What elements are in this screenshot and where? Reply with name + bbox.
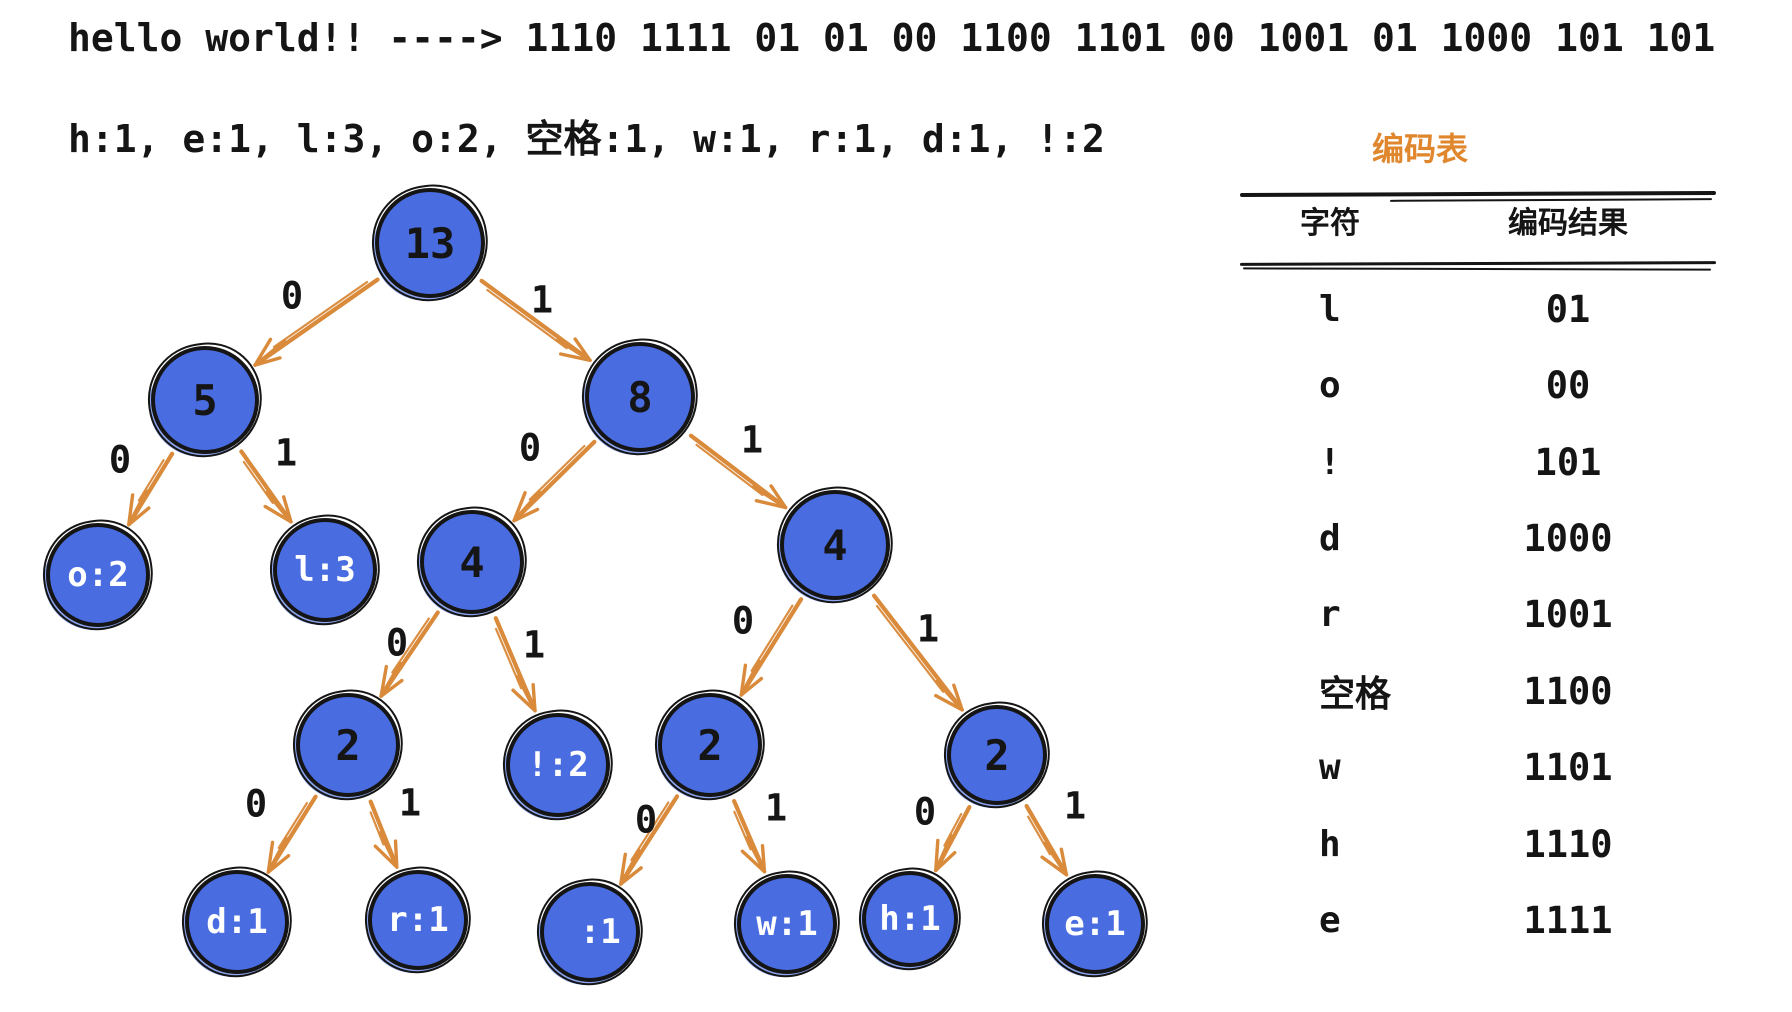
- edge-bit-label-n5-o2: 0: [108, 438, 132, 482]
- tree-node-w1: w:1: [737, 874, 837, 974]
- tree-node-ex2: !:2: [506, 713, 610, 817]
- edge-bit-label-n5-l3: 1: [274, 431, 298, 475]
- edge-bit-label-n4R-n2M: 0: [731, 599, 755, 643]
- edge-bit-label-n4L-ex2: 1: [522, 623, 546, 667]
- encoded-string-line: hello world!! ----> 1110 1111 01 01 00 1…: [68, 16, 1716, 60]
- edge-bit-label-n2M-w1: 1: [764, 786, 788, 830]
- char-cell: w: [1319, 747, 1341, 789]
- char-cell: !: [1319, 441, 1341, 483]
- code-cell: 01: [1545, 287, 1591, 331]
- code-table-row-2: ! 101: [1240, 424, 1716, 500]
- code-table-row-7: h 1110: [1240, 806, 1716, 882]
- tree-node-n2M: 2: [658, 693, 762, 797]
- tree-node-r1: r:1: [368, 870, 468, 970]
- char-cell: o: [1319, 365, 1341, 407]
- code-table-row-3: d 1000: [1240, 500, 1716, 576]
- tree-node-h1: h:1: [862, 871, 958, 967]
- code-cell: 1001: [1523, 593, 1613, 637]
- tree-node-o2: o:2: [46, 523, 150, 627]
- table-rule-top: [1239, 190, 1717, 198]
- code-cell: 00: [1545, 364, 1591, 408]
- tree-node-n8: 8: [585, 342, 695, 452]
- code-table-row-5: 空格 1100: [1240, 653, 1716, 729]
- edge-bit-label-n2R-h1: 0: [913, 790, 937, 834]
- code-table-title: 编码表: [1371, 130, 1468, 168]
- code-cell: 1100: [1523, 669, 1613, 713]
- tree-node-n13: 13: [375, 188, 485, 298]
- code-cell: 1111: [1523, 899, 1613, 943]
- code-table-row-8: e 1111: [1240, 883, 1716, 959]
- code-table-rows: l 01 o 00! 101 d 1000 r 1001 空格 1100 w 1101 h 1110 e 111…: [1240, 271, 1716, 959]
- table-rule-header-bottom: [1239, 261, 1717, 266]
- code-cell: 1101: [1523, 746, 1613, 790]
- code-table-row-0: l 01: [1240, 271, 1716, 347]
- code-cell: 101: [1534, 440, 1602, 484]
- tree-node-sp1: :1: [540, 882, 640, 982]
- edge-bit-label-n2R-e1: 1: [1063, 784, 1087, 828]
- edge-bit-label-n13-n5: 0: [280, 274, 304, 318]
- edge-bit-label-n4R-n2R: 1: [916, 607, 940, 651]
- char-cell: l: [1319, 288, 1341, 330]
- tree-node-n4R: 4: [780, 490, 890, 600]
- char-cell: h: [1319, 823, 1341, 865]
- frequency-list-line: h:1, e:1, l:3, o:2, 空格:1, w:1, r:1, d:1,…: [68, 117, 1105, 161]
- edge-bit-label-n2LL-r1: 1: [398, 781, 422, 825]
- code-cell: 1000: [1523, 517, 1613, 561]
- char-cell: e: [1319, 900, 1341, 942]
- char-cell: r: [1319, 594, 1341, 636]
- tree-node-n2R: 2: [947, 705, 1047, 805]
- edge-bit-label-n8-n4R: 1: [740, 418, 764, 462]
- char-cell: 空格: [1319, 674, 1392, 716]
- code-table-row-4: r 1001: [1240, 577, 1716, 653]
- tree-node-d1: d:1: [185, 870, 289, 974]
- char-cell: d: [1319, 518, 1341, 560]
- tree-node-e1: e:1: [1045, 874, 1145, 974]
- tree-node-n5: 5: [151, 346, 259, 454]
- code-cell: 1110: [1523, 822, 1613, 866]
- tree-node-n4L: 4: [420, 510, 524, 614]
- edge-bit-label-n8-n4L: 0: [518, 426, 542, 470]
- tree-node-n2LL: 2: [296, 693, 400, 797]
- tree-node-l3: l:3: [273, 518, 377, 622]
- edge-bit-label-n2LL-d1: 0: [244, 782, 268, 826]
- column-header-char: 字符: [1300, 206, 1360, 241]
- edge-bit-label-n13-n8: 1: [530, 278, 554, 322]
- code-table-row-1: o 00: [1240, 347, 1716, 423]
- edge-bit-label-n2M-sp1: 0: [634, 798, 658, 842]
- code-table: 编码表 字符 编码结果 l 01 o 00! 101 d 1000 r 1001 空格 1100 w 1…: [1239, 120, 1717, 942]
- edge-bit-label-n4L-n2LL: 0: [385, 621, 409, 665]
- code-table-row-6: w 1101: [1240, 730, 1716, 806]
- column-header-code: 编码结果: [1508, 206, 1628, 241]
